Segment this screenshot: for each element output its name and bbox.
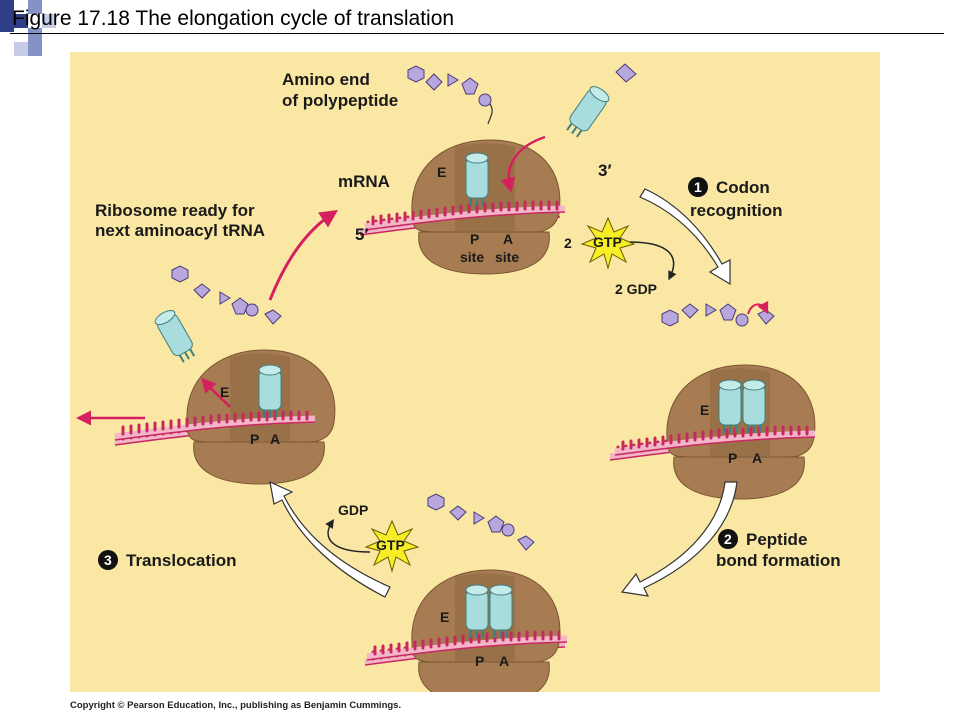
- step-3-badge: [98, 550, 118, 570]
- amino-acid-incoming: [615, 63, 637, 83]
- peptide-transfer-arrow: [747, 300, 769, 315]
- p-label-left: P: [250, 431, 259, 447]
- gtp-label-1: GTP: [593, 234, 622, 250]
- cycle-arrow-2: [620, 481, 738, 597]
- header-decor-square: [28, 42, 42, 56]
- step-2-label: Peptide: [746, 530, 807, 549]
- e-site-label-bottom: E: [440, 609, 449, 625]
- a-site-word: site: [495, 249, 519, 265]
- elongation-cycle-figure: E P A site site Amino end of polypeptide…: [70, 52, 880, 692]
- ribosome-left: E P A: [115, 349, 336, 485]
- header-decor-square: [14, 42, 28, 56]
- amino-end-label: Amino end: [282, 70, 370, 89]
- step-1-number: 1: [694, 179, 702, 195]
- e-site-label: E: [437, 164, 446, 180]
- step-1-badge: [688, 177, 708, 197]
- gtp-to-gdp-arrow: [629, 241, 677, 281]
- polypeptide-link: [487, 103, 493, 125]
- slide-header: Figure 17.18 The elongation cycle of tra…: [0, 0, 960, 60]
- step-1-label: Codon: [716, 178, 770, 197]
- ribosome-right: E P A: [610, 364, 815, 500]
- ribosome-ready-label: Ribosome ready for: [95, 201, 255, 220]
- step-3-label: Translocation: [126, 551, 237, 570]
- ribosome-bottom: E P A: [365, 569, 567, 692]
- exit-trna-arrow: [201, 377, 231, 408]
- a-label-bottom: A: [499, 653, 509, 669]
- polypeptide-right: [661, 303, 775, 327]
- polypeptide-left: [171, 265, 282, 325]
- e-site-label-right: E: [700, 402, 709, 418]
- step-1-label-2: recognition: [690, 201, 783, 220]
- e-site-label-left: E: [220, 384, 229, 400]
- header-decor-square: [0, 0, 14, 32]
- five-prime-label: 5′: [355, 225, 369, 244]
- copyright-notice: Copyright © Pearson Education, Inc., pub…: [70, 700, 402, 711]
- step-2-number: 2: [724, 531, 732, 547]
- cycle-arrow-3: [269, 480, 391, 598]
- gdp-label-1: 2 GDP: [615, 281, 657, 297]
- ribosome-top: E P A site site: [360, 139, 565, 275]
- p-label-bottom: P: [475, 653, 484, 669]
- gtp-label-3: GTP: [376, 537, 405, 553]
- polypeptide-bottom: [427, 493, 535, 551]
- gtp-count: 2: [564, 235, 572, 251]
- p-site-label: P: [470, 231, 479, 247]
- step-2-badge: [718, 529, 738, 549]
- ribosome-ready-label-2: next aminoacyl tRNA: [95, 221, 265, 240]
- a-label-left: A: [270, 431, 280, 447]
- p-label-right: P: [728, 450, 737, 466]
- gtp-to-gdp-arrow-3: [325, 519, 371, 553]
- slide-title: Figure 17.18 The elongation cycle of tra…: [12, 7, 455, 30]
- step-3-number: 3: [104, 552, 112, 568]
- header-decor-square: [42, 14, 56, 28]
- step-2-label-2: bond formation: [716, 551, 841, 570]
- header-decor-square: [28, 0, 42, 14]
- a-site-label: A: [503, 231, 513, 247]
- three-prime-label: 3′: [598, 161, 612, 180]
- header-decor-square: [28, 28, 42, 42]
- slide-title-rule: [10, 33, 944, 34]
- amino-end-label-2: of polypeptide: [282, 91, 398, 110]
- polypeptide-top: [407, 65, 492, 107]
- incoming-trna-arrow: [500, 135, 546, 193]
- p-site-word: site: [460, 249, 484, 265]
- gdp-label-3: GDP: [338, 502, 368, 518]
- cycle-arrow-1: [639, 188, 731, 286]
- header-decor-square: [14, 14, 28, 28]
- ready-arrow: [268, 210, 338, 301]
- mrna-label: mRNA: [338, 172, 390, 191]
- a-label-right: A: [752, 450, 762, 466]
